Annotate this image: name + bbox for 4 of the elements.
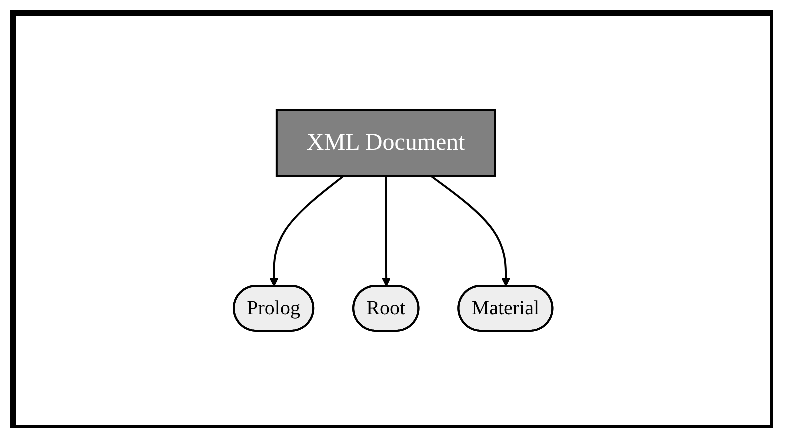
arrow [430, 175, 510, 287]
arrow [269, 175, 344, 287]
node-box: XML Document [276, 109, 496, 177]
arrow [382, 176, 391, 287]
